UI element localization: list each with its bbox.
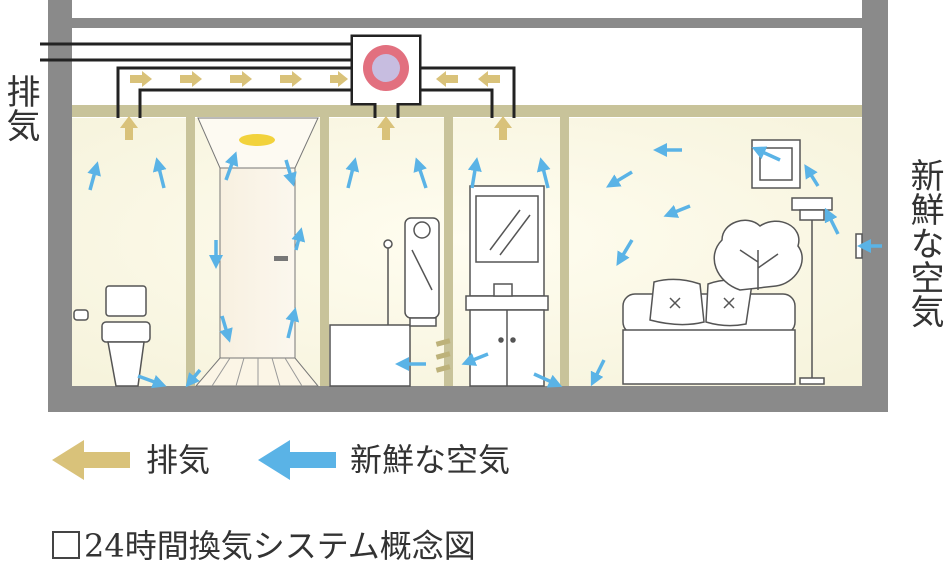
- fan-core: [372, 54, 400, 82]
- wall-picture: [751, 139, 801, 189]
- caption-text: 24時間換気システム概念図: [84, 527, 476, 565]
- legend-exhaust-arrow: [52, 440, 130, 480]
- caption-square-icon: [52, 531, 80, 559]
- legend-fresh-label: 新鮮な空気: [350, 441, 511, 479]
- exhaust-side-label: 排気: [0, 74, 40, 142]
- fresh-air-side-label: 新鮮な空気: [904, 158, 944, 328]
- vanity: [465, 185, 549, 387]
- diagram-caption: 24時間換気システム概念図: [52, 528, 476, 564]
- ceiling-beam: [72, 105, 862, 117]
- houseplant: [713, 219, 803, 291]
- duct-exhaust-arrows: [120, 71, 512, 140]
- floor-lamp: [791, 197, 833, 385]
- air-inlet: [855, 233, 863, 259]
- bathtub: [329, 217, 440, 387]
- vent-grille: [435, 338, 451, 373]
- fresh-air-arrows: [87, 143, 882, 389]
- building-walls: [48, 0, 888, 412]
- toilet: [73, 285, 151, 387]
- room-partitions: [186, 117, 569, 386]
- legend-fresh-arrow: [258, 440, 336, 480]
- exhaust-duct: [40, 34, 516, 118]
- living-room-sofa: [622, 278, 796, 385]
- legend-arrows: [52, 440, 336, 480]
- legend-exhaust-label: 排気: [146, 441, 211, 479]
